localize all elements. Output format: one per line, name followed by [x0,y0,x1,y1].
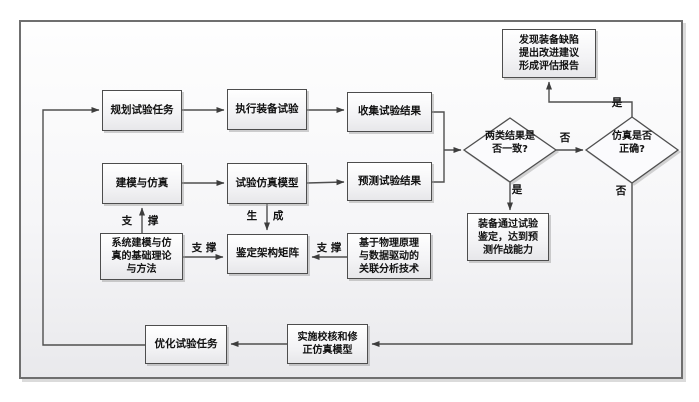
node-verify-revise-sim-model: 实施校核和修 正仿真模型 [287,324,368,364]
edge-simmodel-to-predict [306,179,345,186]
decision-simulation-correct-label: 仿真是否 正确? [612,131,652,155]
edge-label-support-right: 支 撑 [191,242,217,254]
node-modeling-theory-methods: 系统建模与仿 真的基础理论 与方法 [100,233,183,280]
node-modeling-simulation: 建模与仿真 [102,163,182,204]
node-collect-test-results: 收集试验结果 [347,92,432,132]
edge-decision2-to-revise [371,183,633,347]
node-test-sim-model: 试验仿真模型 [227,163,307,204]
node-equipment-passes-qualification: 装备通过试验 鉴定，达到预 测作战能力 [467,213,549,261]
edge-label-generate: 生 成 [246,210,290,222]
edge-label-no-2: 否 [615,185,627,197]
node-plan-test-task: 规划试验任务 [102,90,182,131]
edge-label-no-1: 否 [559,132,571,144]
node-correlation-analysis-tech: 基于物理原理 与数据驱动的 关联分析技术 [347,233,431,279]
node-defect-improvement-report: 发现装备缺陷 提出改进建议 形成评估报告 [502,29,596,78]
node-qualification-architecture-matrix: 鉴定架构矩阵 [227,234,308,274]
edge-loop-to-plan [42,107,145,346]
decision-results-consistent [462,117,558,183]
decision-results-consistent-label: 两类结果是 否一致? [485,131,535,155]
edge-label-support-left: 支 撑 [316,242,342,254]
node-execute-equipment-test: 执行装备试验 [227,89,307,130]
node-predict-test-results: 预测试验结果 [347,162,432,201]
edge-label-yes-1: 是 [511,184,523,196]
edge-decision2-to-defectreport [546,81,633,117]
decision-simulation-correct [584,116,680,184]
node-optimize-test-task: 优化试验任务 [145,325,227,364]
edge-label-support-up: 支 撑 [121,215,165,227]
edge-results-merge [432,111,445,183]
edge-label-yes-2: 是 [611,97,623,109]
